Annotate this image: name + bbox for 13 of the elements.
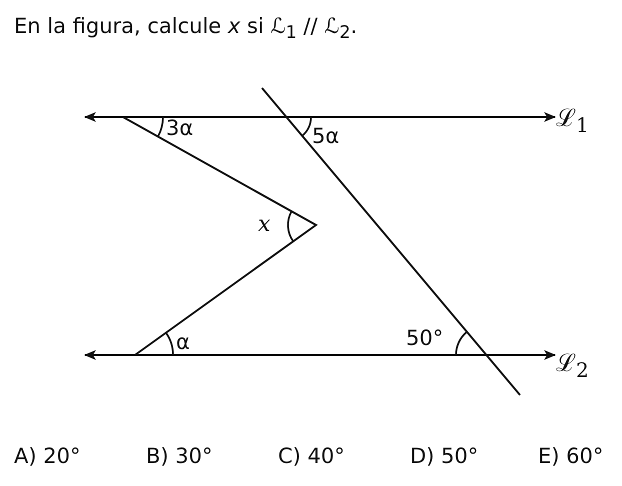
answer-option: B) 30° — [146, 444, 212, 468]
answer-option: E) 60° — [538, 444, 604, 468]
angle-label: x — [258, 212, 270, 237]
answer-option: D) 50° — [410, 444, 478, 468]
line-label: ℒ$_{2}$ — [556, 348, 589, 382]
title: En la figura, calcule x si ℒ$_{1}$ // ℒ$_{2}$. — [14, 14, 358, 44]
line-label: ℒ$_{1}$ — [556, 103, 589, 137]
angle-label: 3α — [166, 116, 194, 140]
answer-option: A) 20° — [14, 444, 80, 468]
angle-label: α — [176, 330, 190, 354]
angle-label: 5α — [312, 124, 340, 148]
answer-option: C) 40° — [278, 444, 345, 468]
angle-label: 50° — [406, 326, 444, 350]
